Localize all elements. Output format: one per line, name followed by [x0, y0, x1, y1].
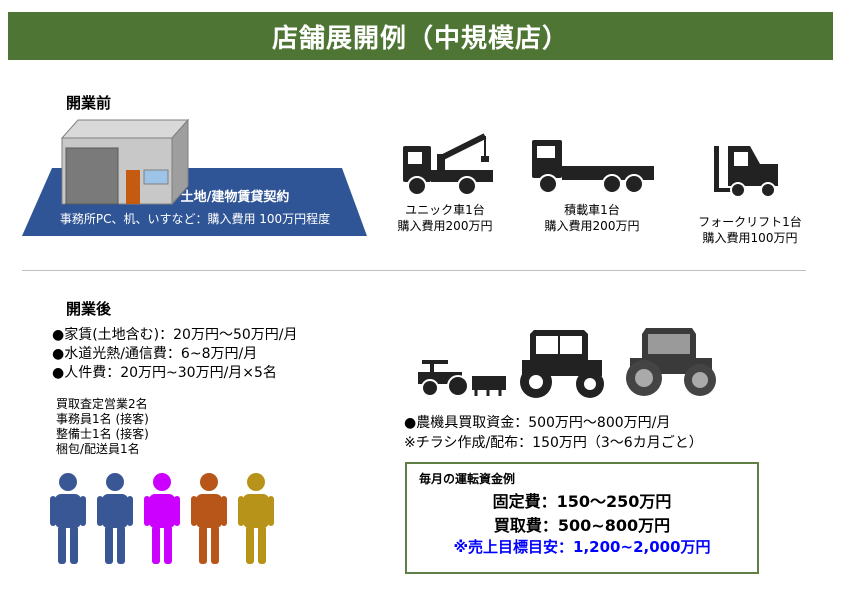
office-equipment-line: 事務所PC、机、いすなど：購入費用 100万円程度	[59, 212, 331, 226]
person-icon	[97, 473, 133, 564]
entrance-door	[126, 170, 140, 204]
person-icon	[238, 473, 274, 564]
vehicle-cost: 購入費用200万円	[397, 219, 493, 233]
staff-item: 整備士1名 (接客)	[56, 427, 149, 441]
utilities-bullet: ●水道光熱/通信費：6~8万円/月	[52, 346, 258, 362]
shutter-door	[65, 147, 119, 205]
vehicle-cost: 購入費用200万円	[544, 219, 640, 233]
flatbed-truck-icon	[532, 140, 654, 194]
labor-bullet: ●人件費：20万円~30万円/月×5名	[52, 365, 277, 381]
tractor-icon	[520, 330, 604, 398]
before-heading: 開業前	[66, 94, 112, 112]
person-icon	[50, 473, 86, 564]
purchase-cost-line: 買取費：500~800万円	[493, 516, 671, 535]
page-title: 店舗展開例（中規模店）	[271, 23, 569, 54]
window	[143, 169, 169, 185]
sales-target-line: ※売上目標目安：1,200~2,000万円	[453, 538, 711, 556]
person-icon	[144, 473, 180, 564]
section-divider	[22, 270, 806, 271]
person-icon	[191, 473, 227, 564]
vehicle-name: ユニック車1台	[405, 203, 485, 217]
vehicle-name: 積載車1台	[564, 203, 620, 217]
staff-figures	[50, 472, 290, 568]
after-heading: 開業後	[66, 300, 112, 318]
flyer-cost-line: ※チラシ作成/配布：150万円（3～6カ月ごと）	[404, 435, 703, 451]
large-tractor-icon	[626, 328, 716, 396]
crane-truck-icon	[403, 133, 493, 196]
vehicle-name: フォークリフト1台	[698, 215, 802, 229]
page-title-banner: 店舗展開例（中規模店）	[8, 12, 833, 60]
staff-item: 買取査定営業2名	[56, 397, 148, 411]
rent-bullet: ●家賃(土地含む)：20万円～50万円/月	[52, 327, 298, 343]
forklift-icon	[714, 146, 778, 198]
staff-item: 事務員1名 (接客)	[56, 412, 149, 426]
monthly-funds-title: 毎月の運転資金例	[419, 472, 516, 486]
store-building-illustration	[22, 118, 367, 236]
vehicle-cost: 購入費用100万円	[702, 231, 798, 245]
cost-bullet-list: ●家賃(土地含む)：20万円～50万円/月 ●水道光熱/通信費：6~8万円/月 …	[52, 326, 392, 383]
fixed-cost-line: 固定費：150～250万円	[492, 492, 672, 511]
small-tractor-icon	[418, 360, 506, 397]
monthly-funds-box	[405, 462, 759, 574]
machinery-funds-line: ●農機具買取資金：500万円～800万円/月	[404, 415, 671, 431]
lot-contract-label: 土地/建物賃貸契約	[180, 190, 290, 205]
staff-item: 梱包/配送員1名	[56, 442, 140, 456]
staff-list: 買取査定営業2名 事務員1名 (接客) 整備士1名 (接客) 梱包/配送員1名	[56, 397, 256, 457]
